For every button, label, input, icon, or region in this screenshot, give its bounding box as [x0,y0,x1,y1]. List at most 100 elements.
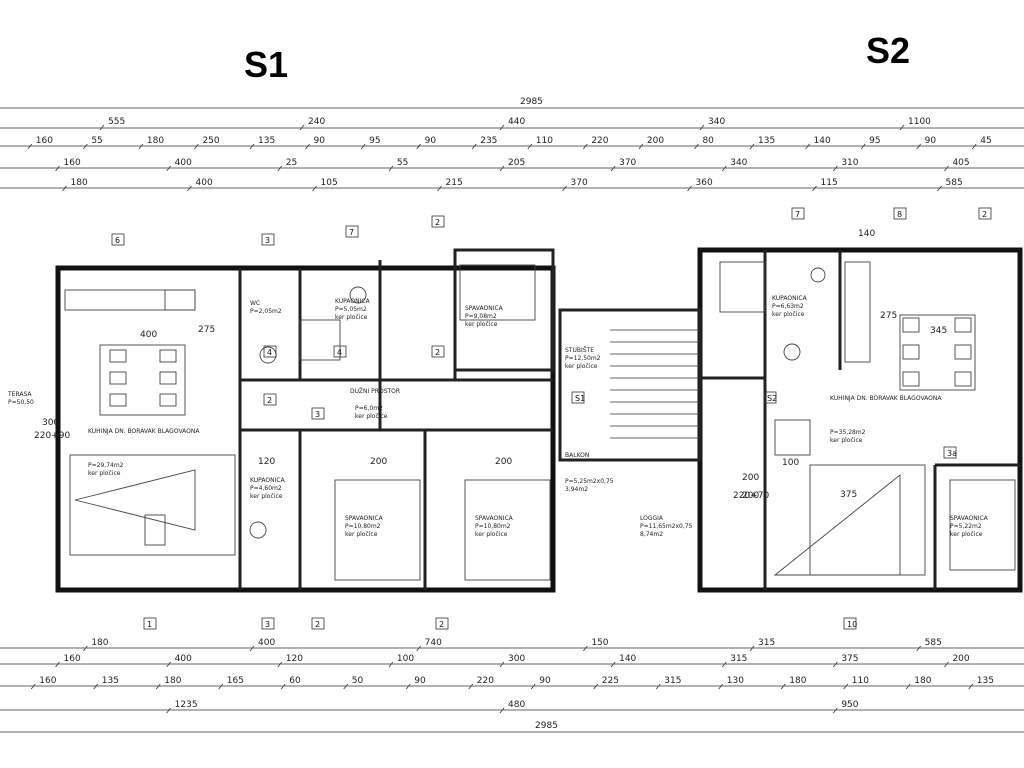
dimension-tick [471,143,477,150]
tag-box [431,215,445,228]
inner-dim: 345 [930,326,947,336]
room-floor: 8,74m2 [640,531,663,538]
dimension-label: 120 [286,654,303,664]
room-name: KUHINJA DN. BORAVAK BLAGOVAONA [830,395,942,402]
dimension-label: 180 [71,178,88,188]
dimension-tick [249,645,255,652]
dimension-tick [138,143,144,150]
dimension-tick [388,661,394,668]
tag-box [143,617,157,630]
dimension-tick [916,143,921,150]
dimension-label: 90 [414,676,426,686]
dimension-label: 50 [352,676,364,686]
room-name: LOGGIA [640,515,664,522]
dimension-label: 205 [508,158,525,168]
room-area: P=5,25m2x0,75 [565,478,614,485]
dimension-tick [694,143,699,150]
opening-tag: 4 [267,348,272,357]
dimension-tick [968,683,974,690]
room-name: BALKON [565,452,589,459]
room-area: P=11,65m2x0,75 [640,523,693,530]
dimension-tick [166,165,171,172]
opening-tag: 8 [897,210,902,219]
dimension-label: 110 [536,136,553,146]
dimension-label: 135 [758,136,775,146]
dimension-tick [638,143,644,150]
dimension-label: 400 [175,158,192,168]
dimension-tick [527,143,533,150]
dimension-label: 1235 [175,700,198,710]
dimension-label: 110 [852,676,869,686]
dimension-tick [55,165,60,172]
dimension-label: 310 [841,158,858,168]
tag-box [435,617,449,630]
dimension-label: 315 [664,676,681,686]
room-floor: ker pločice [355,413,388,420]
dimension-tick [30,683,36,690]
dimension-tick [499,124,505,131]
room-floor: ker pločice [772,311,805,318]
dimension-label: 585 [925,638,942,648]
room-labels: TERASA P=50,50 KUHINJA DN. BORAVAK BLAGO… [7,295,989,538]
dimension-label: 1100 [908,117,931,127]
dimension-tick [718,683,724,690]
dimension-label: 180 [914,676,931,686]
dimension-label: 55 [91,136,102,146]
dimension-tick [305,143,310,150]
tag-box [311,617,325,630]
tag-box [843,617,857,630]
inner-dim: 100 [782,458,799,468]
dimension-tick [899,124,905,131]
room-name: TERASA [7,391,32,398]
dimension-tick [833,165,838,172]
tag-box [431,345,445,358]
dimension-label: 135 [258,136,275,146]
room-area: P=12,50m2 [565,355,601,362]
dimension-tick [583,143,588,150]
dimension-label: 180 [789,676,806,686]
dimension-tick [749,143,755,150]
dimension-tick [562,185,567,192]
dimension-label: 370 [571,178,588,188]
inner-dim: 400 [140,330,157,340]
tag-box [261,233,275,246]
dimension-label: 225 [602,676,619,686]
opening-tag: 2 [435,218,440,227]
dimension-label: 60 [289,676,301,686]
dimension-label: 115 [821,178,838,188]
dimension-label: 440 [508,117,525,127]
dimension-tick [687,185,692,192]
dimension-label: 135 [102,676,119,686]
dimension-tick [937,185,942,192]
tag-box [893,207,907,220]
dimension-label: 140 [619,654,636,664]
dimension-label: 55 [397,158,408,168]
dimension-label: 160 [64,158,81,168]
dimension-tick [27,143,33,150]
tag-box [571,391,585,404]
dimension-label: 140 [814,136,831,146]
dimension-tick [805,143,810,150]
opening-tag: S2 [767,394,777,403]
furniture-s2 [719,261,1016,576]
dimension-tick [812,185,817,192]
dimension-tick [312,185,317,192]
dimension-tick [416,143,421,150]
opening-tag: 3 [265,236,270,245]
dimension-label: 400 [196,178,213,188]
dimension-tick [416,645,421,652]
opening-tag: 10 [847,620,857,629]
dimension-tick [388,165,394,172]
inner-dimensions: 400 275 300 220+90 120 200 200 100 200 3… [34,229,947,501]
dimension-tick [916,645,921,652]
tag-box [333,345,347,358]
dimension-label: 340 [730,158,747,168]
room-name: KUPAONICA [772,295,808,302]
dimension-tick [583,645,588,652]
opening-tag: 3a [947,449,957,458]
dimension-label: 135 [977,676,994,686]
room-area: P=10,80m2 [475,523,511,530]
inner-dim: 375 [840,490,857,500]
